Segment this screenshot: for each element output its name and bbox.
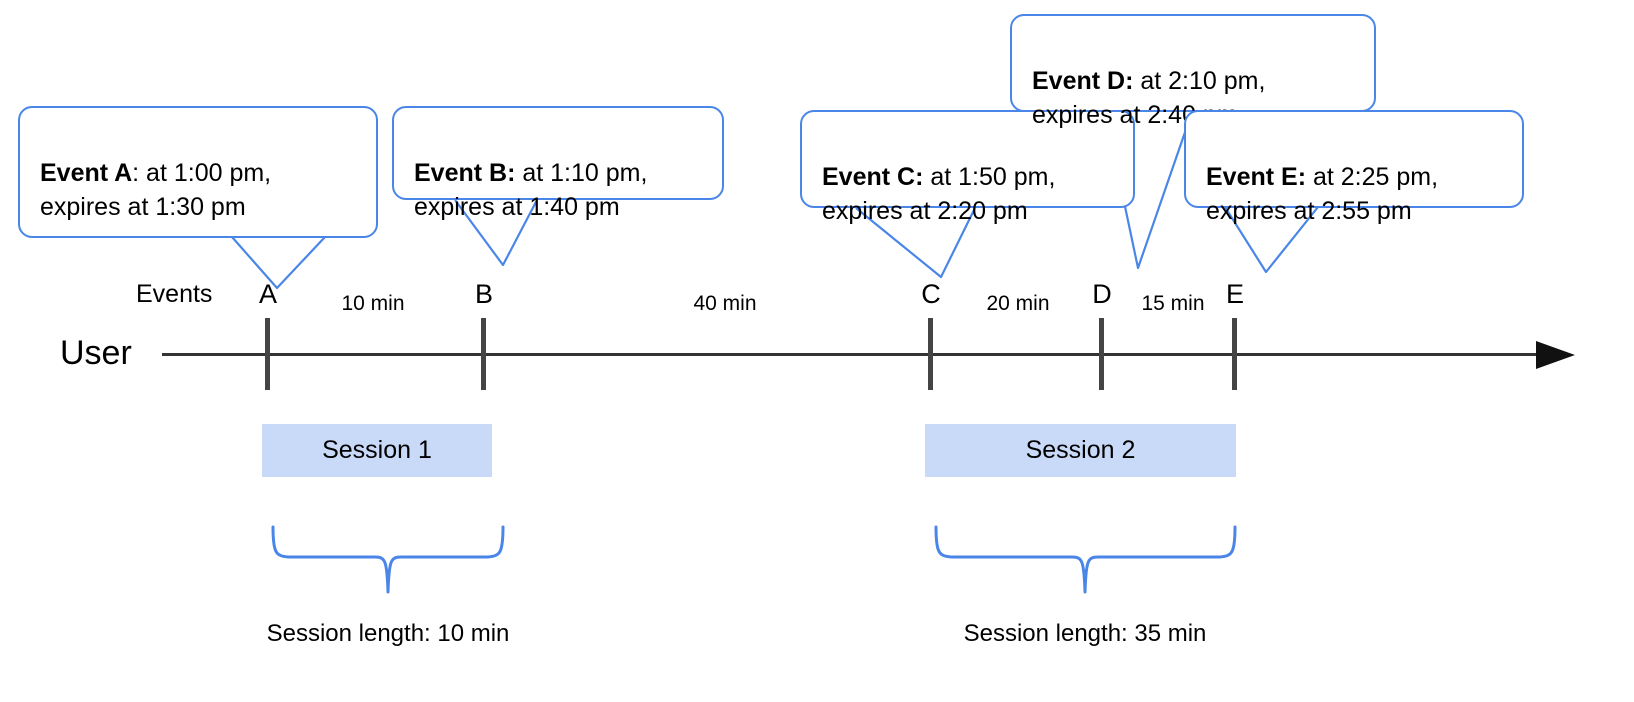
timeline-marker-label-c: C: [921, 279, 941, 309]
timeline-tick-d: [1099, 318, 1104, 390]
interval-label-10-min: 10 min: [341, 292, 405, 315]
timeline-marker-label-a: A: [258, 279, 277, 309]
row-label-events: Events: [136, 280, 213, 308]
row-label-user: User: [60, 334, 132, 372]
callout-event-a-separator: :: [132, 159, 140, 187]
timeline-tick-c: [928, 318, 933, 390]
interval-label-20-min: 20 min: [986, 292, 1050, 315]
timeline-marker-label-b: B: [474, 279, 493, 309]
timeline-tick-b: [481, 318, 486, 390]
callout-event-b-lead: Event B:: [414, 159, 516, 187]
callout-event-a-body: at 1:00 pm, expires at 1:30 pm: [40, 159, 272, 221]
interval-label-40-min: 40 min: [693, 292, 757, 315]
session-block-2-label: Session 2: [1025, 436, 1136, 464]
callout-event-d-lead: Event D:: [1032, 67, 1134, 95]
timeline-arrowhead: [1536, 341, 1575, 369]
session-block-1-label: Session 1: [322, 436, 432, 464]
session-1-length-caption: Session length: 10 min: [266, 620, 510, 647]
callout-event-e: Event E: at 2:25 pm, expires at 2:55 pm: [1184, 110, 1524, 225]
callout-event-b: Event B: at 1:10 pm, expires at 1:40 pm: [392, 106, 724, 221]
session-block-1: Session 1: [262, 424, 492, 477]
timeline-tick-e: [1232, 318, 1237, 390]
session-2-brace: [934, 525, 1237, 594]
timeline-axis: [162, 353, 1540, 356]
timeline-marker-label-e: E: [1225, 279, 1244, 309]
callout-event-e-lead: Event E:: [1206, 163, 1307, 191]
session-2-length-caption: Session length: 35 min: [963, 620, 1207, 647]
timeline-marker-label-d: D: [1092, 279, 1112, 309]
callout-event-a: Event A: at 1:00 pm, expires at 1:30 pm: [18, 106, 378, 238]
callout-event-d: Event D: at 2:10 pm, expires at 2:40 pm: [1010, 14, 1376, 129]
session-block-2: Session 2: [925, 424, 1236, 477]
timeline-tick-a: [265, 318, 270, 390]
session-1-brace: [271, 525, 505, 594]
callout-event-a-lead: Event A: [40, 159, 133, 187]
callout-event-c-lead: Event C:: [822, 163, 924, 191]
interval-label-15-min: 15 min: [1141, 292, 1205, 315]
